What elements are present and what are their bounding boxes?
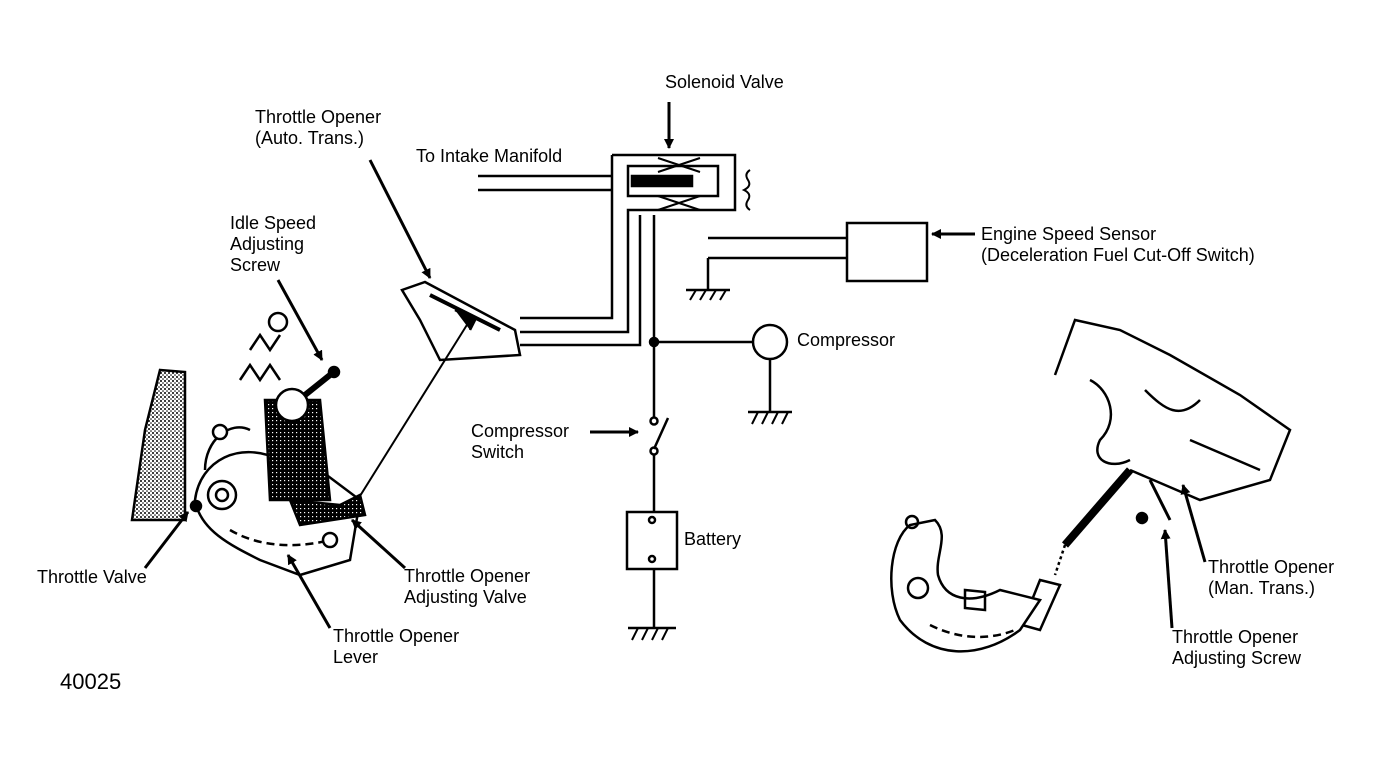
label-line: (Deceleration Fuel Cut-Off Switch) [981, 245, 1255, 265]
label-throttle-valve: Throttle Valve [37, 567, 147, 587]
throttle-opener-auto [344, 159, 522, 521]
label-line: Throttle Opener [1172, 627, 1299, 647]
label-line: Adjusting Screw [1172, 648, 1302, 668]
engine-speed-sensor [686, 221, 975, 301]
throttle-body-manual [890, 318, 1292, 653]
figure-code: 40025 [60, 669, 122, 694]
label-line: Throttle Opener [255, 107, 382, 127]
label-line: Throttle Opener [404, 566, 531, 586]
label-line: Engine Speed Sensor [981, 224, 1157, 244]
label-compressor: Compressor [797, 330, 896, 350]
label-line: Switch [471, 442, 525, 462]
label-line: Adjusting [230, 234, 305, 254]
label-engine-speed-sensor: Engine Speed Sensor (Deceleration Fuel C… [981, 224, 1255, 266]
label-line: Throttle Opener [1208, 557, 1335, 577]
label-opener-adjusting-screw: Throttle Opener Adjusting Screw [1172, 627, 1301, 669]
label-line: (Man. Trans.) [1208, 578, 1316, 598]
label-line: Screw [230, 255, 281, 275]
electrical-circuit [590, 215, 792, 641]
label-line: Adjusting Valve [404, 587, 527, 607]
label-line: Compressor [471, 421, 570, 441]
solenoid-valve [478, 153, 751, 347]
label-compressor-switch: Compressor Switch [471, 421, 569, 463]
label-throttle-opener-manual: Throttle Opener (Man. Trans.) [1208, 557, 1334, 599]
label-line: (Auto. Trans.) [255, 128, 365, 148]
label-idle-speed-screw: Idle Speed Adjusting Screw [230, 213, 316, 276]
label-solenoid-valve: Solenoid Valve [665, 72, 784, 92]
label-opener-lever: Throttle Opener Lever [333, 626, 459, 668]
label-opener-adjusting-valve: Throttle Opener Adjusting Valve [404, 566, 530, 608]
label-battery: Battery [684, 529, 742, 549]
label-to-intake-manifold: To Intake Manifold [416, 146, 563, 166]
label-throttle-opener-auto: Throttle Opener (Auto. Trans.) [255, 107, 381, 149]
throttle-body-auto [130, 279, 407, 629]
label-line: Throttle Opener [333, 626, 460, 646]
label-line: Lever [333, 647, 379, 667]
label-line: Idle Speed [230, 213, 317, 233]
